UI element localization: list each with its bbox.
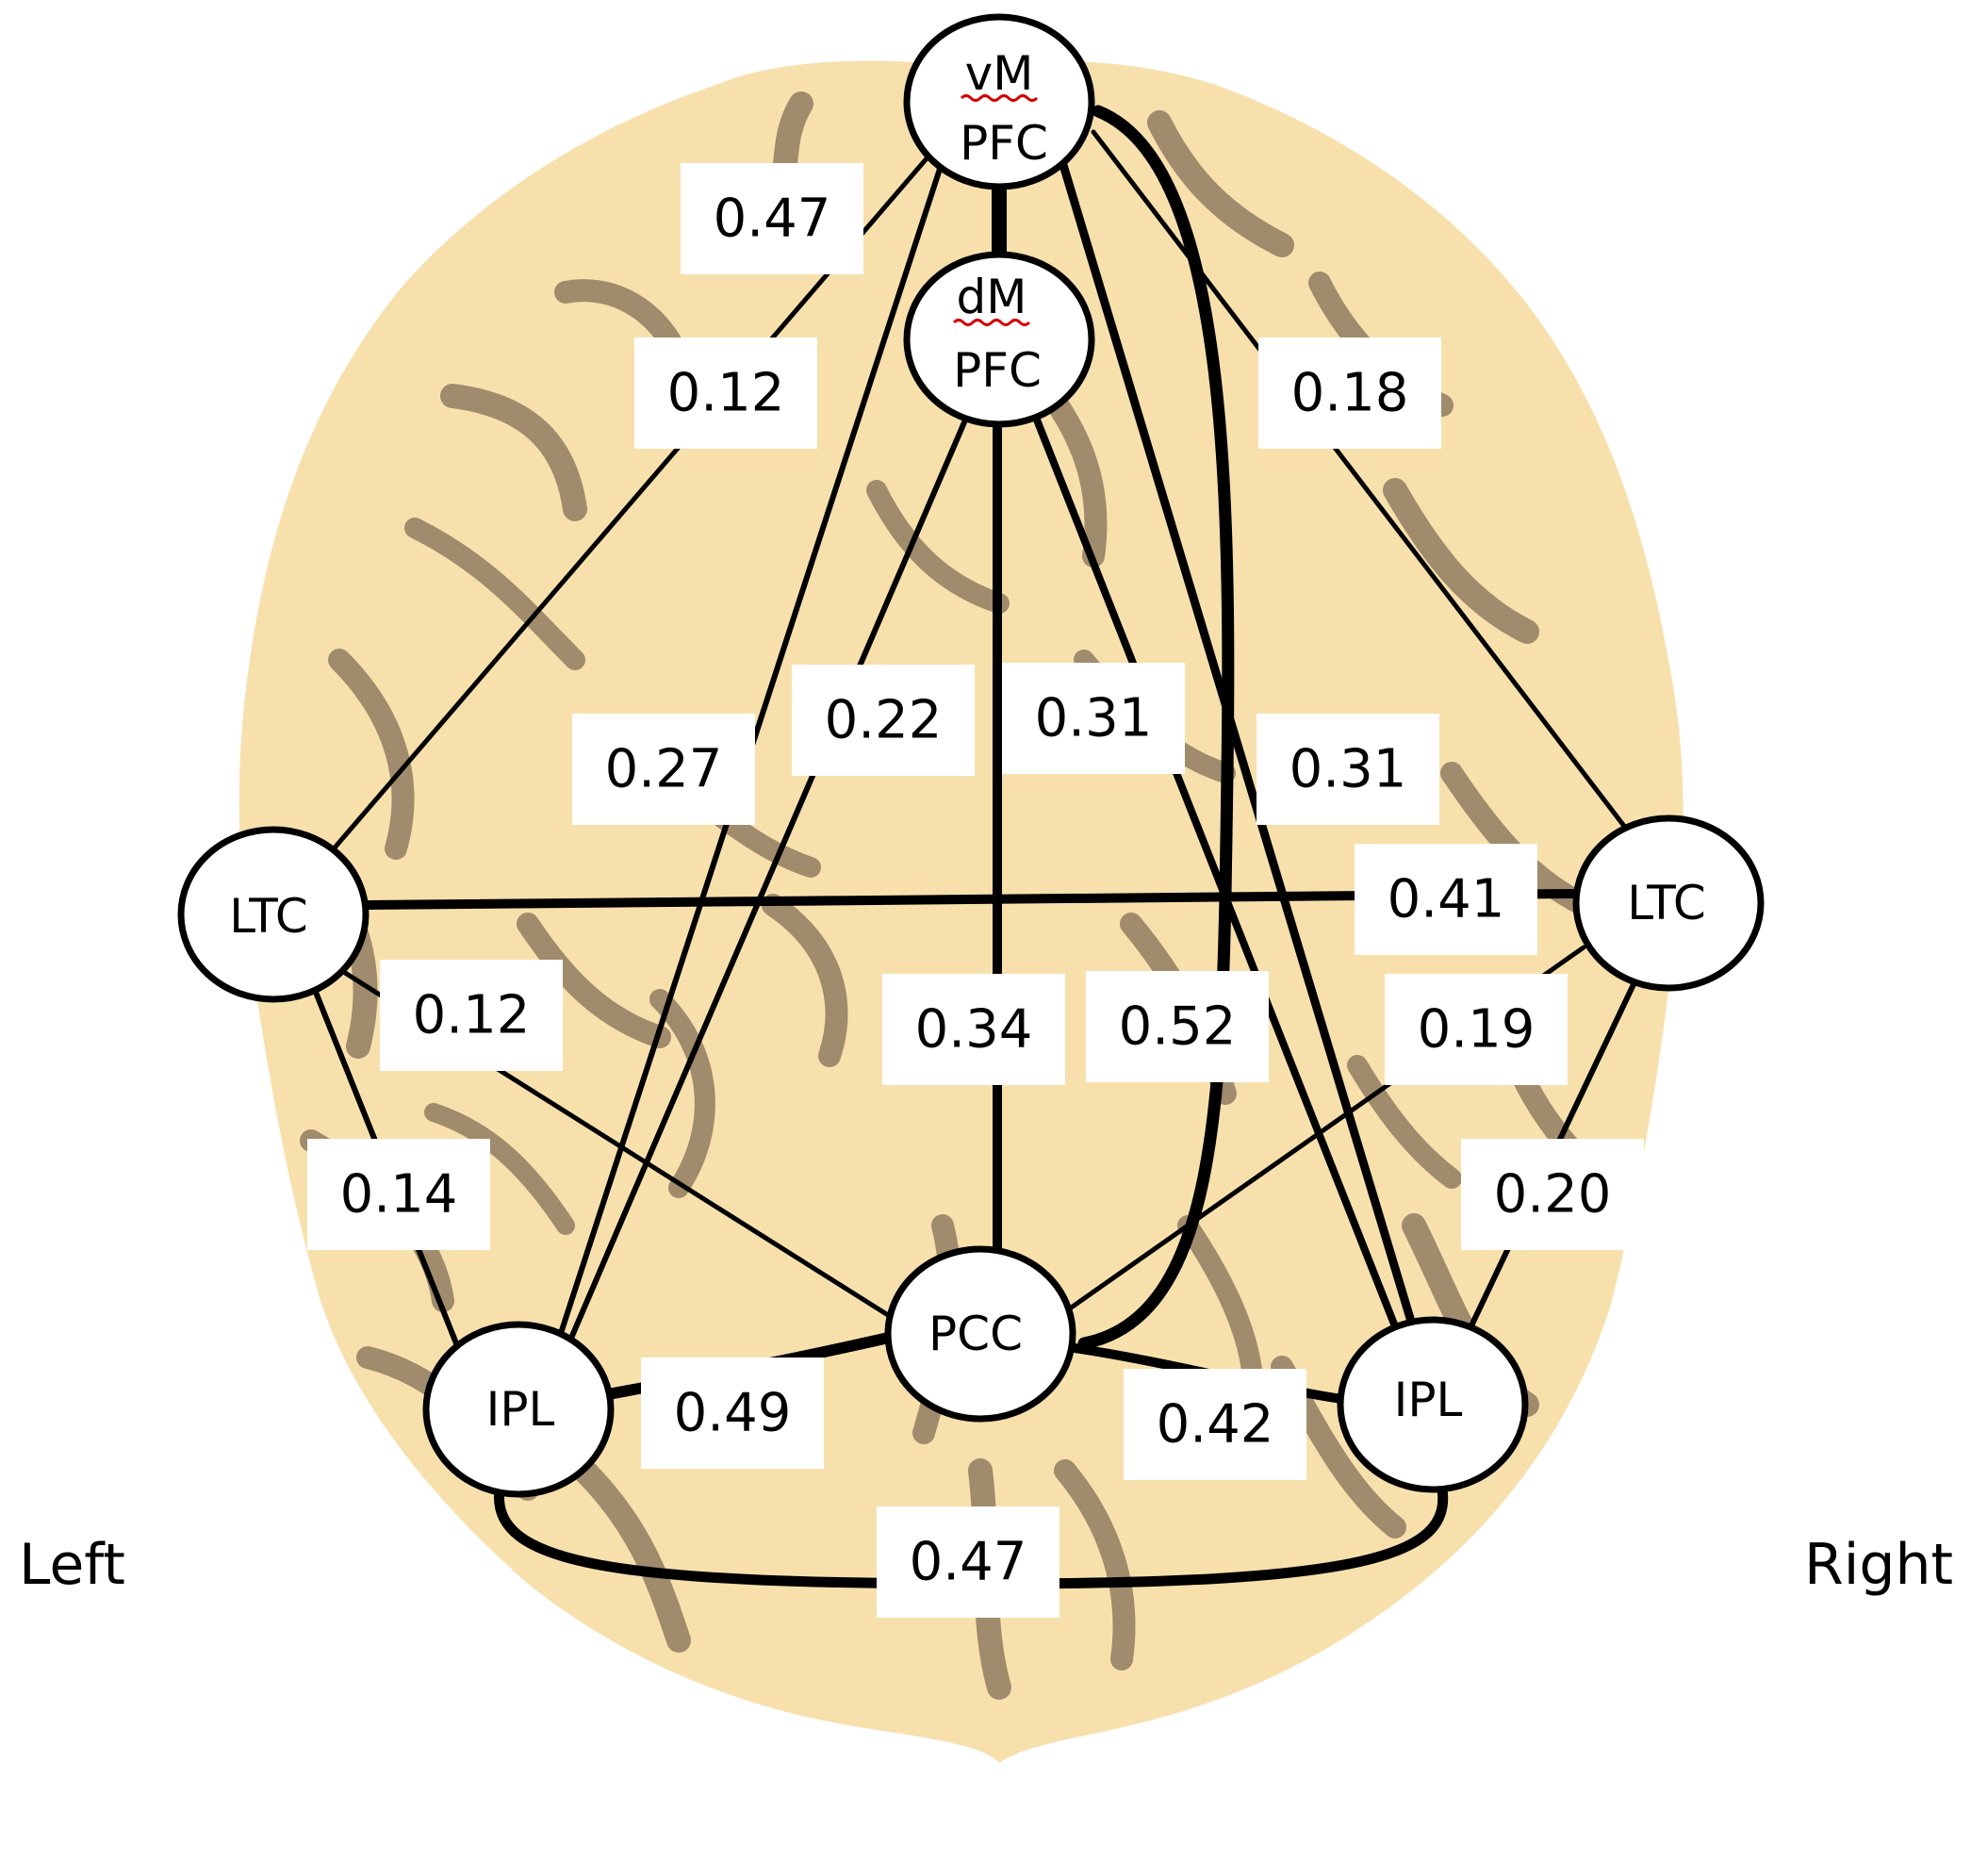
edge-line-dmpfc-ipl-right [1024,392,1413,1366]
node-label: IPL [486,1382,555,1437]
edge-value-text: 0.14 [340,1164,458,1226]
brain-illustration [238,60,1684,1764]
edge-label-vmpfc-pcc: 0.52 [1086,971,1269,1082]
node-label: PCC [928,1307,1023,1361]
brain-outline [238,60,1684,1764]
node-vmpfc: vM PFC [903,13,1095,190]
node-pcc: PCC [884,1245,1076,1423]
left-hemisphere-label: Left [19,1532,125,1598]
node-label: IPL [1394,1373,1463,1427]
edge-value-text: 0.27 [605,739,723,800]
edge-line-dmpfc-ipl-left [558,393,978,1365]
edge-line-vmpfc-ipl-right [1056,151,1428,1367]
edge-label-dmpfc-pcc: 0.34 [882,974,1065,1085]
right-hemisphere-label: Right [1804,1532,1953,1598]
edge-label-ipl-ipl: 0.47 [877,1506,1059,1618]
node-label-line2: PFC [953,343,1042,398]
node-ipl-left: IPL [422,1321,615,1498]
edge-label-vmpfc-ipl-left: 0.27 [572,714,755,825]
edge-value-text: 0.18 [1291,363,1409,424]
edge-label-ltc-ltc: 0.41 [1355,844,1537,955]
edge-value-text: 0.49 [674,1383,792,1444]
edge-value-text: 0.31 [1289,739,1407,800]
edge-label-pcc-ipl-left: 0.49 [641,1358,824,1469]
edge-line-vmpfc-pcc [1077,105,1235,1350]
edge-label-dmpfc-ipl-left: 0.22 [792,665,975,776]
node-label-line2: PFC [960,116,1048,171]
edge-label-vmpfc-ltc-left: 0.12 [634,337,817,449]
edge-label-vmpfc-ipl-right: 0.31 [1257,714,1439,825]
node-ltc-right: LTC [1572,815,1765,992]
edge-value-text: 0.41 [1388,869,1505,930]
edge-value-text: 0.42 [1157,1394,1274,1456]
node-ltc-left: LTC [177,826,370,1003]
spellcheck-underline [960,94,1039,102]
edge-line-vmpfc-ltc-right [1091,129,1648,856]
edge-label-ltc-right-pcc: 0.19 [1385,974,1568,1085]
edge-label-pcc-ipl-right: 0.42 [1124,1369,1306,1480]
edge-labels: 0.47 0.12 0.18 0.27 0.22 0.31 0.31 0.41 [307,163,1644,1618]
edge-label-ltc-left-ipl-left: 0.14 [307,1139,490,1250]
connection-lines [308,105,1648,1589]
edge-value-text: 0.22 [825,690,943,751]
edge-label-ltc-right-ipl-right: 0.20 [1461,1139,1644,1250]
edge-value-text: 0.20 [1494,1164,1612,1226]
edge-value-text: 0.47 [714,189,831,250]
node-label: LTC [1627,876,1706,930]
edge-label-ltc-left-pcc: 0.12 [380,960,563,1071]
edge-value-text: 0.52 [1119,996,1237,1058]
edge-value-text: 0.31 [1035,688,1153,749]
node-label-line1: dM [957,270,1027,324]
edge-label-vmpfc-ltc-right: 0.18 [1258,337,1441,449]
edge-label-vmpfc-dmpfc: 0.47 [681,163,863,274]
node-label: LTC [229,889,308,944]
node-ipl-right: IPL [1337,1316,1529,1493]
edge-value-text: 0.12 [413,985,531,1046]
edge-value-text: 0.12 [667,363,785,424]
edge-label-dmpfc-ipl-right: 0.31 [1002,663,1185,774]
node-dmpfc: dM PFC [903,251,1095,428]
region-nodes: vM PFC dM PFC LTC LTC PCC IPL IPL [177,13,1765,1498]
node-label-line1: vM [965,46,1034,101]
edge-value-text: 0.19 [1418,999,1536,1061]
edge-value-text: 0.34 [915,999,1033,1061]
edge-value-text: 0.47 [910,1532,1027,1593]
spellcheck-underline [952,319,1031,326]
